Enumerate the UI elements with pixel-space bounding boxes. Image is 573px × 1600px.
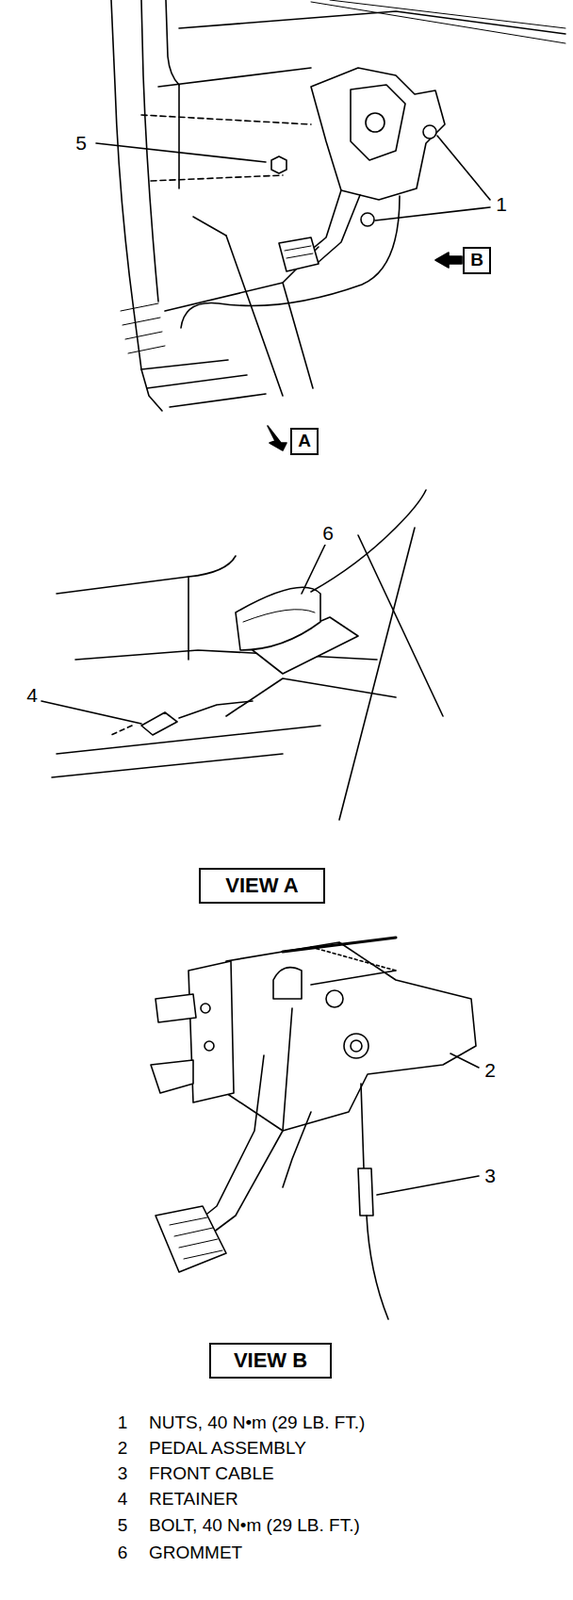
- part-number: 6: [115, 1543, 131, 1564]
- view-arrow-box: B: [462, 246, 492, 275]
- part-description: BOLT, 40 N•m (29 LB. FT.): [147, 1516, 362, 1537]
- part-number: 1: [115, 1413, 131, 1434]
- view-b-art: [150, 937, 479, 1320]
- view-label: B: [470, 250, 484, 271]
- callout-number: 6: [320, 522, 336, 544]
- callout-number: 1: [493, 193, 509, 215]
- view-title-box: VIEW A: [198, 867, 326, 904]
- part-number: 4: [115, 1489, 131, 1510]
- view-title-box: VIEW B: [209, 1342, 332, 1379]
- part-number: 3: [115, 1464, 131, 1485]
- part-description: RETAINER: [147, 1489, 241, 1510]
- view-a-art: [41, 490, 443, 820]
- callout-number: 5: [73, 131, 89, 154]
- part-number: 2: [115, 1439, 131, 1459]
- callout-number: 4: [24, 684, 40, 706]
- view-label: VIEW A: [225, 874, 298, 898]
- view-label: VIEW B: [233, 1349, 308, 1373]
- part-description: FRONT CABLE: [147, 1464, 277, 1485]
- part-number: 5: [115, 1516, 131, 1537]
- top-view-art: [96, 0, 566, 451]
- part-description: NUTS, 40 N•m (29 LB. FT.): [147, 1413, 367, 1434]
- callout-number: 3: [482, 1164, 498, 1187]
- part-description: GROMMET: [147, 1543, 245, 1564]
- view-label: A: [297, 431, 312, 452]
- view-arrow-box: A: [290, 427, 319, 456]
- callout-number: 2: [482, 1059, 498, 1081]
- part-description: PEDAL ASSEMBLY: [147, 1439, 309, 1459]
